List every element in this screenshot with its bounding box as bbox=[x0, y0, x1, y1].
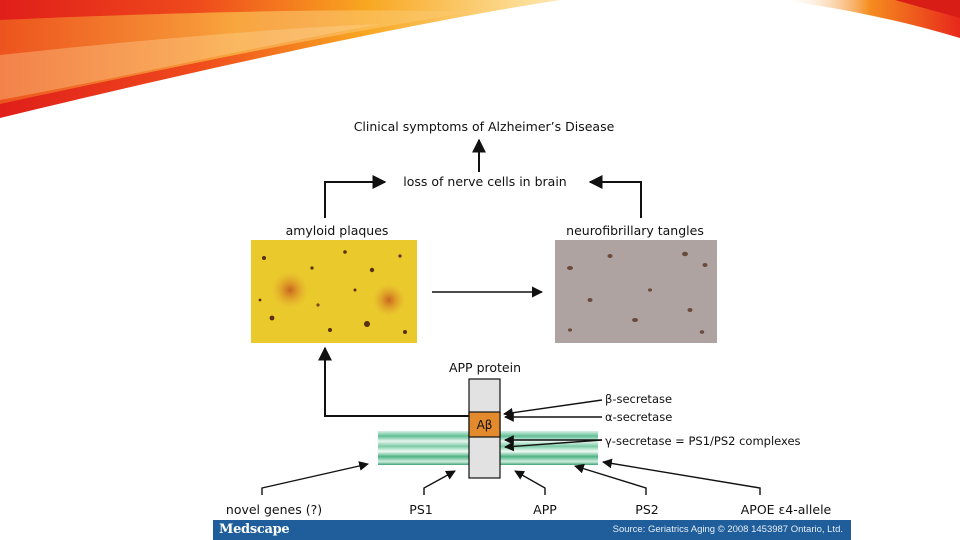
arrow-beta-secretase bbox=[503, 399, 603, 418]
gamma-secretase-label: γ-secretase = PS1/PS2 complexes bbox=[605, 434, 801, 448]
beta-secretase-label: β-secretase bbox=[605, 392, 672, 406]
arrow-tangles-to-loss bbox=[588, 175, 642, 218]
amyloid-plaques-image bbox=[251, 240, 417, 343]
source-footer: Medscape Source: Geriatrics Aging © 2008… bbox=[213, 520, 851, 540]
alpha-secretase-label: α-secretase bbox=[605, 410, 672, 424]
app-label: APP bbox=[533, 502, 557, 517]
decorative-banner bbox=[0, 0, 960, 118]
arrow-apoe bbox=[602, 458, 761, 495]
app-protein-label: APP protein bbox=[449, 360, 521, 375]
arrow-plaques-to-loss bbox=[324, 175, 387, 218]
ps1-label: PS1 bbox=[409, 502, 432, 517]
amyloid-plaques-label: amyloid plaques bbox=[286, 223, 389, 238]
medscape-logo: Medscape bbox=[219, 522, 290, 537]
clinical-symptoms-label: Clinical symptoms of Alzheimer’s Disease bbox=[354, 119, 615, 134]
neurofibrillary-tangles-image bbox=[555, 240, 717, 343]
nerve-cell-loss-label: loss of nerve cells in brain bbox=[403, 174, 566, 189]
abeta-segment bbox=[468, 411, 501, 438]
neurofibrillary-tangles-label: neurofibrillary tangles bbox=[566, 223, 704, 238]
arrow-ps2 bbox=[574, 463, 647, 495]
abeta-label: Aβ bbox=[477, 418, 493, 432]
source-credit: Source: Geriatrics Aging © 2008 1453987 … bbox=[612, 524, 843, 535]
arrow-ps1 bbox=[423, 470, 456, 495]
arrow-novel-genes bbox=[261, 461, 369, 495]
arrow-abeta-to-plaques bbox=[318, 346, 469, 417]
arrow-app bbox=[514, 470, 546, 495]
novel-genes-label: novel genes (?) bbox=[226, 502, 322, 517]
ps2-label: PS2 bbox=[635, 502, 658, 517]
apoe-label: APOE ε4-allele bbox=[741, 502, 832, 517]
arrow-gamma-secretase-2 bbox=[504, 439, 603, 452]
